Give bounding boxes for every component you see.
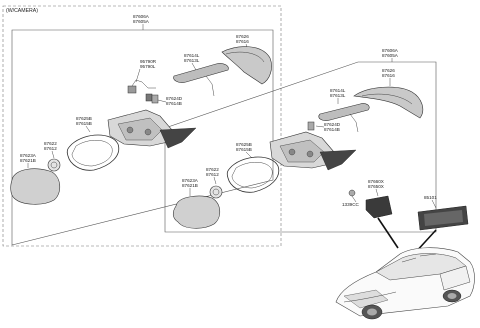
svg-text:87614B: 87614B — [324, 127, 340, 132]
right-assembly-frame — [164, 61, 437, 233]
svg-text:87625B: 87625B — [236, 142, 252, 147]
screw-part — [348, 189, 356, 197]
mirror-bracket — [151, 94, 159, 104]
camera-variant-frame — [2, 5, 282, 247]
side-repeater-lamp — [173, 63, 229, 83]
svg-text:87612: 87612 — [206, 172, 219, 177]
camera-unit — [127, 85, 137, 94]
svg-text:87616: 87616 — [382, 73, 395, 78]
svg-text:87623A: 87623A — [182, 178, 199, 183]
svg-text:87650X: 87650X — [368, 184, 384, 189]
svg-text:87606A: 87606A — [382, 48, 399, 53]
svg-text:87621B: 87621B — [182, 183, 198, 188]
mirror-base — [159, 127, 197, 149]
svg-text:87624D: 87624D — [166, 96, 183, 101]
svg-text:87614L: 87614L — [330, 88, 346, 93]
svg-text:1339CC: 1339CC — [342, 202, 360, 207]
mirror-actuator — [47, 158, 61, 172]
mirror-cover-interior — [365, 195, 393, 219]
svg-text:87622: 87622 — [44, 141, 57, 146]
svg-text:85101: 85101 — [424, 195, 437, 200]
svg-text:87625B: 87625B — [76, 116, 92, 121]
svg-text:87615B: 87615B — [236, 147, 252, 152]
right-mirror-cover — [353, 86, 424, 119]
right-glass-holder — [226, 156, 280, 193]
svg-text:87613L: 87613L — [330, 93, 346, 98]
svg-text:87660X: 87660X — [368, 179, 384, 184]
svg-text:87613L: 87613L — [184, 58, 200, 63]
glass-holder-frame — [66, 134, 120, 171]
svg-text:95790R: 95790R — [140, 59, 157, 64]
right-repeater-lamp — [318, 103, 370, 121]
mirror-cover-shape — [221, 46, 272, 85]
left-title-a: 87606A — [133, 14, 150, 19]
svg-text:87626: 87626 — [382, 68, 395, 73]
svg-text:87621B: 87621B — [20, 158, 36, 163]
svg-text:87612: 87612 — [44, 146, 57, 151]
left-assembly-frame — [11, 29, 274, 246]
mirror-glass — [10, 168, 61, 205]
svg-text:87614B: 87614B — [166, 101, 182, 106]
svg-text:87616: 87616 — [236, 39, 249, 44]
camera-variant-label: (W/CAMERA) — [6, 8, 38, 14]
left-title-b: 87605A — [133, 19, 150, 24]
svg-text:87615B: 87615B — [76, 121, 92, 126]
svg-text:87622: 87622 — [206, 167, 219, 172]
svg-text:87624D: 87624D — [324, 122, 341, 127]
vehicle-illustration — [335, 247, 475, 320]
svg-text:87614L: 87614L — [184, 53, 200, 58]
svg-text:87623A: 87623A — [20, 153, 37, 158]
right-mirror-glass — [172, 195, 221, 229]
svg-text:87626: 87626 — [236, 34, 249, 39]
svg-text:95790L: 95790L — [140, 64, 156, 69]
svg-text:87605A: 87605A — [382, 53, 399, 58]
